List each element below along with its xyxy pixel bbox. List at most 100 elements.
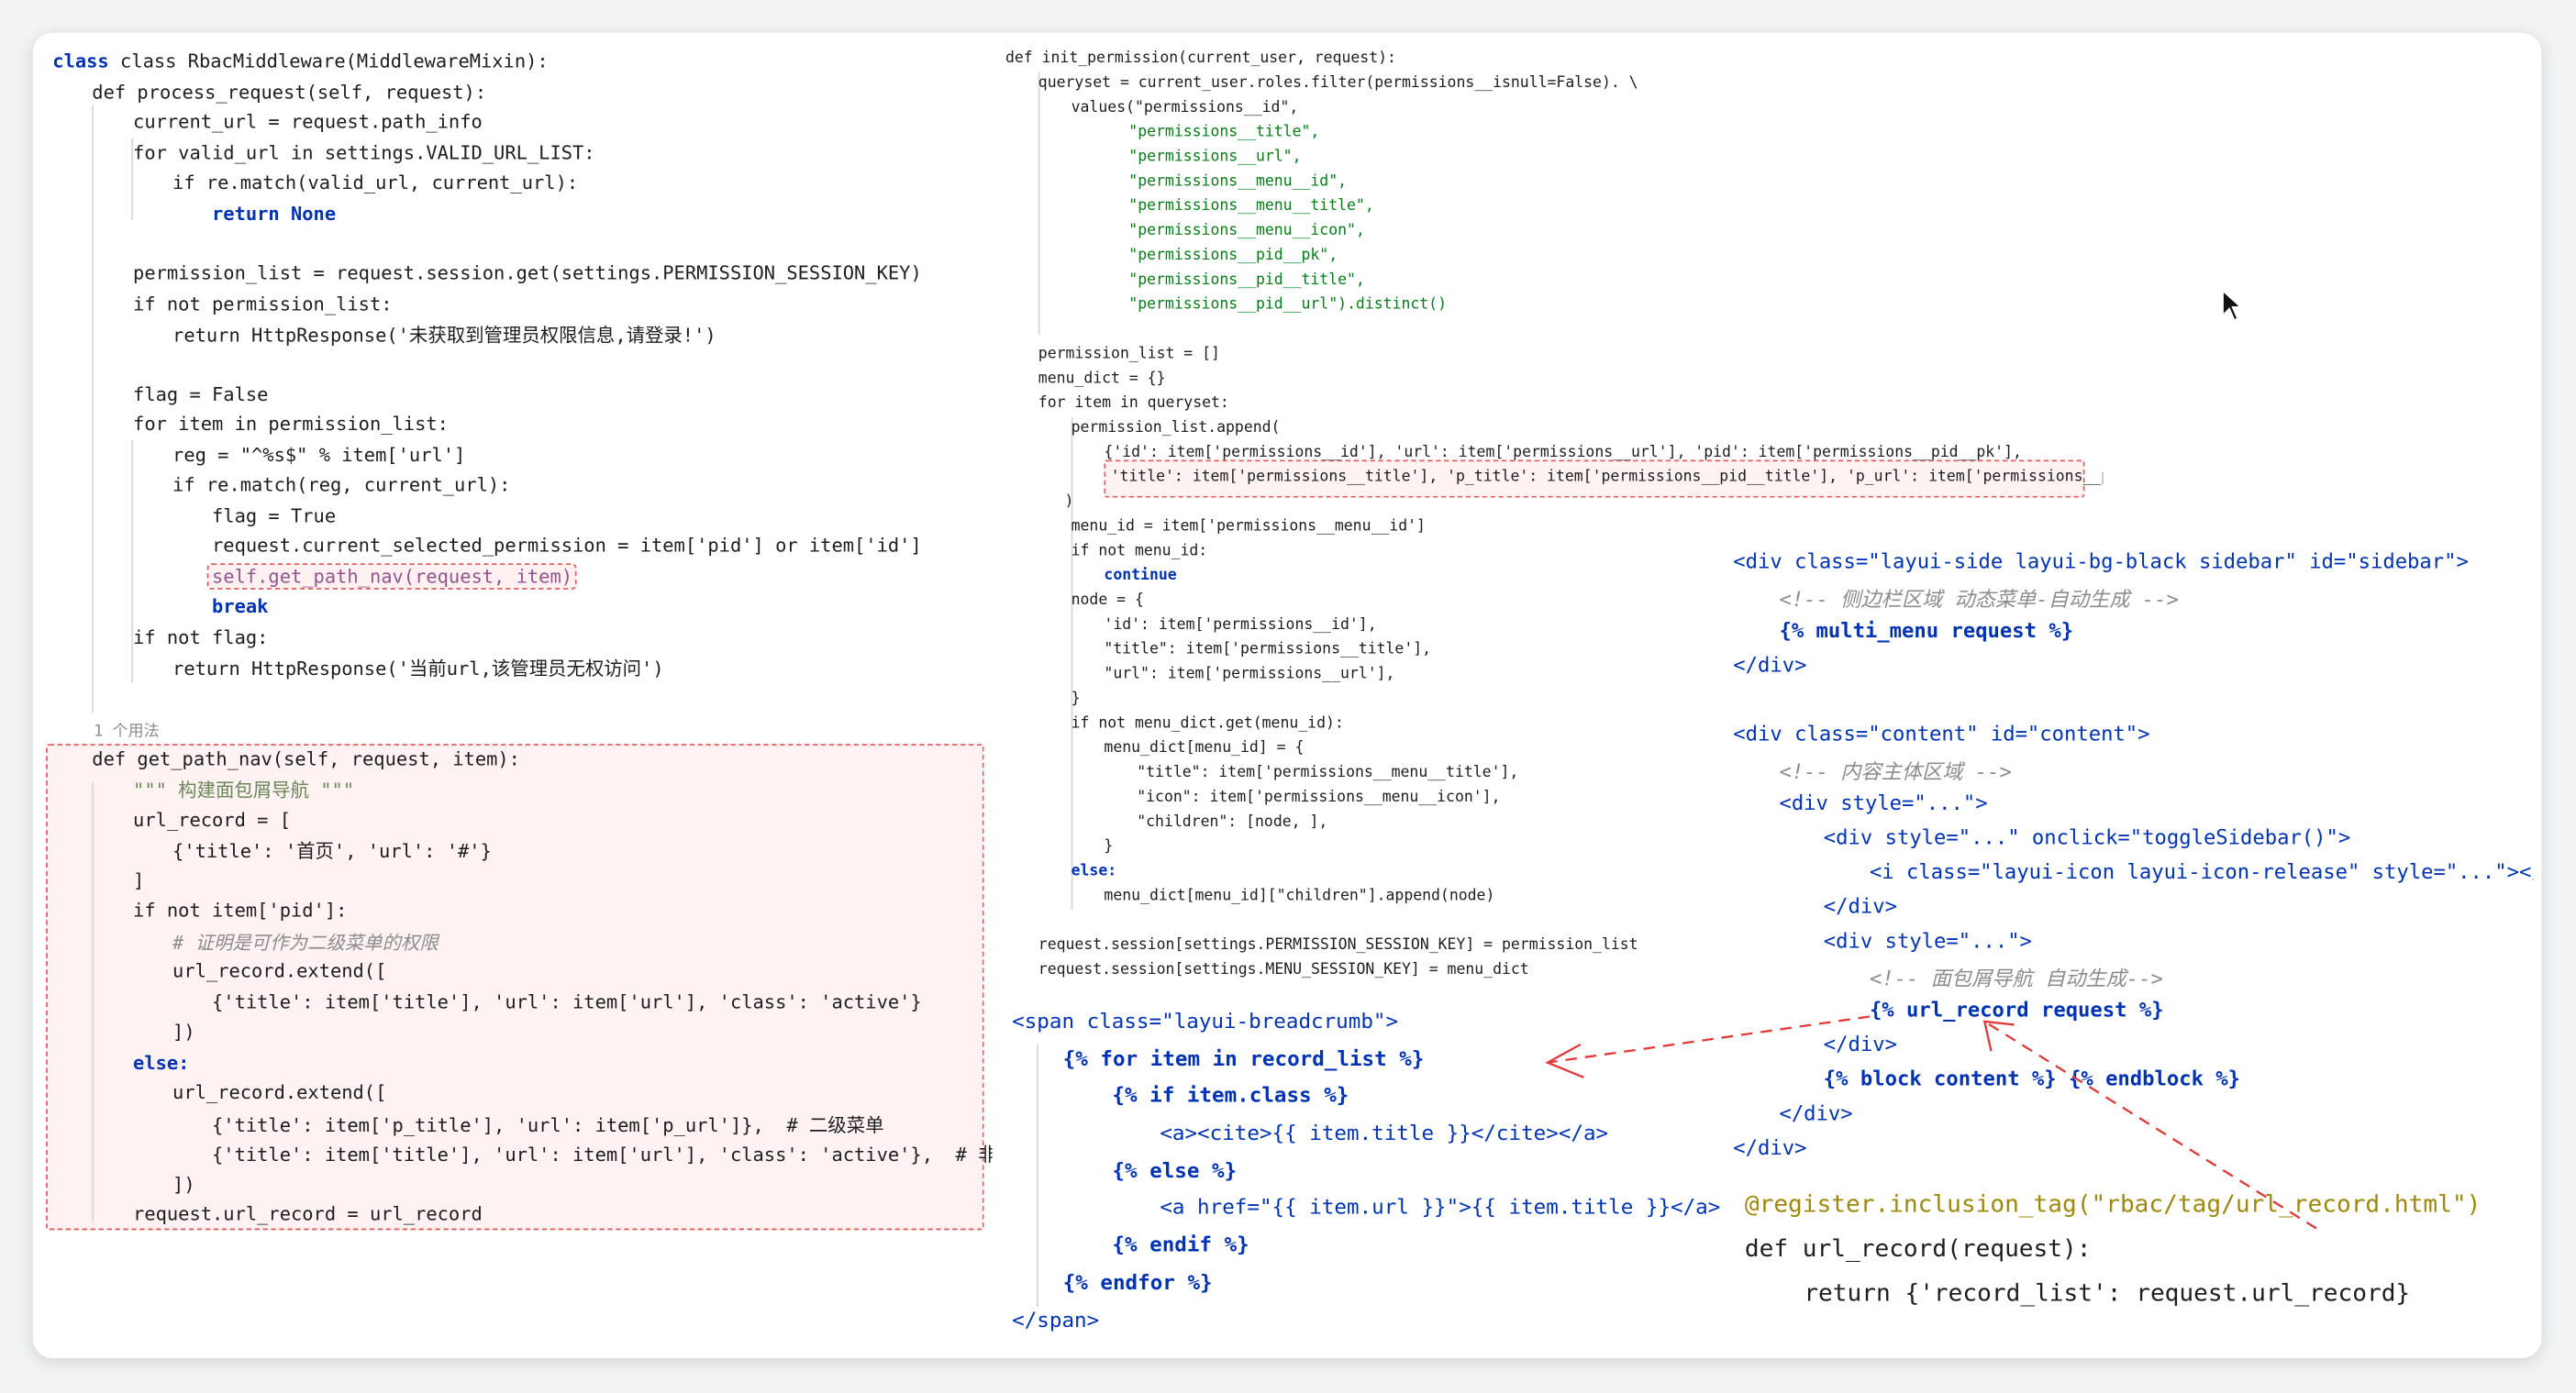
code-line: "permissions__menu__id",	[1128, 172, 1348, 191]
code-line: values("permissions__id",	[1071, 98, 1299, 117]
code-line: permission_list.append(	[1071, 418, 1281, 437]
layout-template-panel: <div class="layui-side layui-bg-black si…	[1727, 538, 2534, 1163]
code-line: if not menu_id:	[1071, 541, 1208, 560]
code-line: </div>	[1733, 651, 1807, 677]
code-line: menu_dict[menu_id] = {	[1104, 738, 1305, 757]
code-line: flag = True	[212, 503, 337, 527]
code-line: }	[1104, 837, 1114, 857]
code-line: {% multi_menu request %}	[1779, 617, 2074, 643]
code-line: ]	[133, 868, 145, 892]
code-line: "permissions__pid__title",	[1128, 271, 1365, 290]
middleware-code-panel: class class RbacMiddleware(MiddlewareMix…	[39, 42, 993, 1233]
code-line: menu_dict[menu_id]["children"].append(no…	[1104, 887, 1495, 905]
code-line: request.current_selected_permission = it…	[212, 534, 922, 558]
code-line: def url_record(request):	[1744, 1234, 2092, 1264]
code-line: <div style="..." onclick="toggleSidebar(…	[1823, 824, 2351, 849]
code-line: flag = False	[133, 382, 269, 406]
code-line: {'title': item['title'], 'url': item['ur…	[212, 1143, 993, 1166]
code-line: url_record.extend([	[172, 1080, 387, 1104]
code-line: {'title': item['title'], 'url': item['ur…	[212, 989, 922, 1013]
code-line: if not permission_list:	[133, 292, 393, 315]
code-line: return None	[212, 202, 337, 226]
arrow-url-record-to-breadcrumb	[1547, 1015, 1871, 1064]
code-line: else:	[1071, 862, 1117, 880]
code-line: {% for item in record_list %}	[1062, 1045, 1425, 1071]
arrowhead-left	[1545, 1043, 1584, 1078]
code-line: <a href="{{ item.url }}">{{ item.title }…	[1160, 1193, 1721, 1219]
code-line: <!-- 内容主体区域 -->	[1779, 758, 2012, 784]
code-line: request.url_record = url_record	[133, 1201, 483, 1225]
code-line: </div>	[1823, 893, 1897, 919]
code-line: <!-- 面包屑导航 自动生成-->	[1869, 965, 2163, 990]
code-line: "url": item['permissions__url'],	[1104, 665, 1395, 683]
code-line: else:	[133, 1051, 190, 1075]
code-line: for item in permission_list:	[133, 412, 449, 436]
code-line: }	[1071, 690, 1081, 708]
code-line: menu_dict = {}	[1038, 369, 1166, 388]
code-line: {'id': item['permissions__id'], 'url': i…	[1104, 443, 2022, 462]
code-line: {'title': '首页', 'url': '#'}	[172, 839, 492, 863]
mouse-cursor-icon	[2222, 289, 2243, 322]
inclusion-tag-code-panel: @register.inclusion_tag("rbac/tag/url_re…	[1738, 1176, 2534, 1341]
code-line: <div style="...">	[1823, 927, 2032, 953]
arrow-tag-to-url-record	[1983, 1020, 2317, 1230]
code-line: "title": item['permissions__menu__title'…	[1137, 763, 1519, 782]
code-line: </div>	[1733, 1134, 1807, 1160]
code-line: break	[212, 594, 269, 618]
code-line: menu_id = item['permissions__menu__id']	[1071, 517, 1426, 536]
code-line: if not item['pid']:	[133, 898, 348, 922]
code-line: "permissions__pid__pk",	[1128, 246, 1338, 265]
code-line: permission_list = []	[1038, 345, 1220, 363]
code-line: if not menu_dict.get(menu_id):	[1071, 714, 1344, 733]
code-line: <div style="...">	[1779, 790, 1988, 815]
code-line: reg = "^%s$" % item['url']	[172, 443, 466, 467]
code-line: "permissions__menu__title",	[1128, 196, 1374, 216]
code-line: """ 构建面包屑导航 """	[133, 778, 355, 802]
code-line: if not flag:	[133, 625, 269, 649]
pid-fields-highlight	[1104, 459, 2085, 498]
code-line: {% endfor %}	[1062, 1269, 1213, 1295]
code-line: <a><cite>{{ item.title }}</cite></a>	[1160, 1120, 1609, 1145]
code-line: url_record.extend([	[172, 958, 387, 982]
code-line: {% if item.class %}	[1112, 1082, 1349, 1108]
code-line: continue	[1104, 566, 1177, 585]
code-line: if re.match(reg, current_url):	[172, 472, 511, 496]
code-line: <div class="content" id="content">	[1733, 721, 2150, 746]
usage-hint: 1 个用法	[94, 722, 160, 741]
code-line: </div>	[1779, 1100, 1853, 1125]
code-line: "permissions__pid__url").distinct()	[1128, 295, 1448, 315]
code-line: 'title': item['permissions__title'], 'p_…	[1110, 468, 2104, 487]
code-line: def process_request(self, request):	[92, 80, 487, 104]
breadcrumb-template-panel: <span class="layui-breadcrumb"> {% for i…	[1000, 991, 1727, 1347]
code-line: queryset = current_user.roles.filter(per…	[1038, 73, 1638, 93]
code-line: return {'record_list': request.url_recor…	[1804, 1279, 2411, 1308]
code-line: {% else %}	[1112, 1157, 1238, 1183]
code-line: {% block content %} {% endblock %}	[1823, 1066, 2241, 1091]
code-line: def get_path_nav(self, request, item):	[92, 746, 520, 770]
code-line: current_url = request.path_info	[133, 109, 483, 134]
code-line: node = {	[1071, 591, 1144, 610]
code-line: for item in queryset:	[1038, 393, 1229, 413]
code-line: 'id': item['permissions__id'],	[1104, 615, 1377, 635]
code-line: request.session[settings.PERMISSION_SESS…	[1038, 935, 1638, 955]
code-line: {'title': item['p_title'], 'url': item['…	[212, 1113, 884, 1137]
code-line: if re.match(valid_url, current_url):	[172, 171, 579, 194]
code-line: <span class="layui-breadcrumb">	[1012, 1008, 1399, 1034]
code-line: # 证明是可作为二级菜单的权限	[172, 931, 439, 955]
code-line: def init_permission(current_user, reques…	[1005, 49, 1396, 68]
code-line: return HttpResponse('未获取到管理员权限信息,请登录!')	[172, 323, 716, 347]
code-line: return HttpResponse('当前url,该管理员无权访问')	[172, 657, 664, 680]
code-line: request.session[settings.MENU_SESSION_KE…	[1038, 960, 1529, 979]
code-line: "title": item['permissions__title'],	[1104, 640, 1432, 659]
code-line: <div class="layui-side layui-bg-black si…	[1733, 548, 2469, 573]
get-path-nav-call: self.get_path_nav(request, item)	[206, 563, 578, 590]
code-line: @register.inclusion_tag("rbac/tag/url_re…	[1744, 1190, 2482, 1219]
code-line: "permissions__title",	[1128, 123, 1320, 142]
code-line: "children": [node, ],	[1137, 813, 1328, 832]
code-line: "permissions__menu__icon",	[1128, 221, 1365, 240]
get-path-nav-highlight	[46, 744, 984, 1231]
code-line: "permissions__url",	[1128, 148, 1302, 166]
code-line: <i class="layui-icon layui-icon-release"…	[1869, 858, 2534, 884]
code-line: </span>	[1012, 1307, 1100, 1332]
code-line: {% endif %}	[1112, 1232, 1249, 1256]
